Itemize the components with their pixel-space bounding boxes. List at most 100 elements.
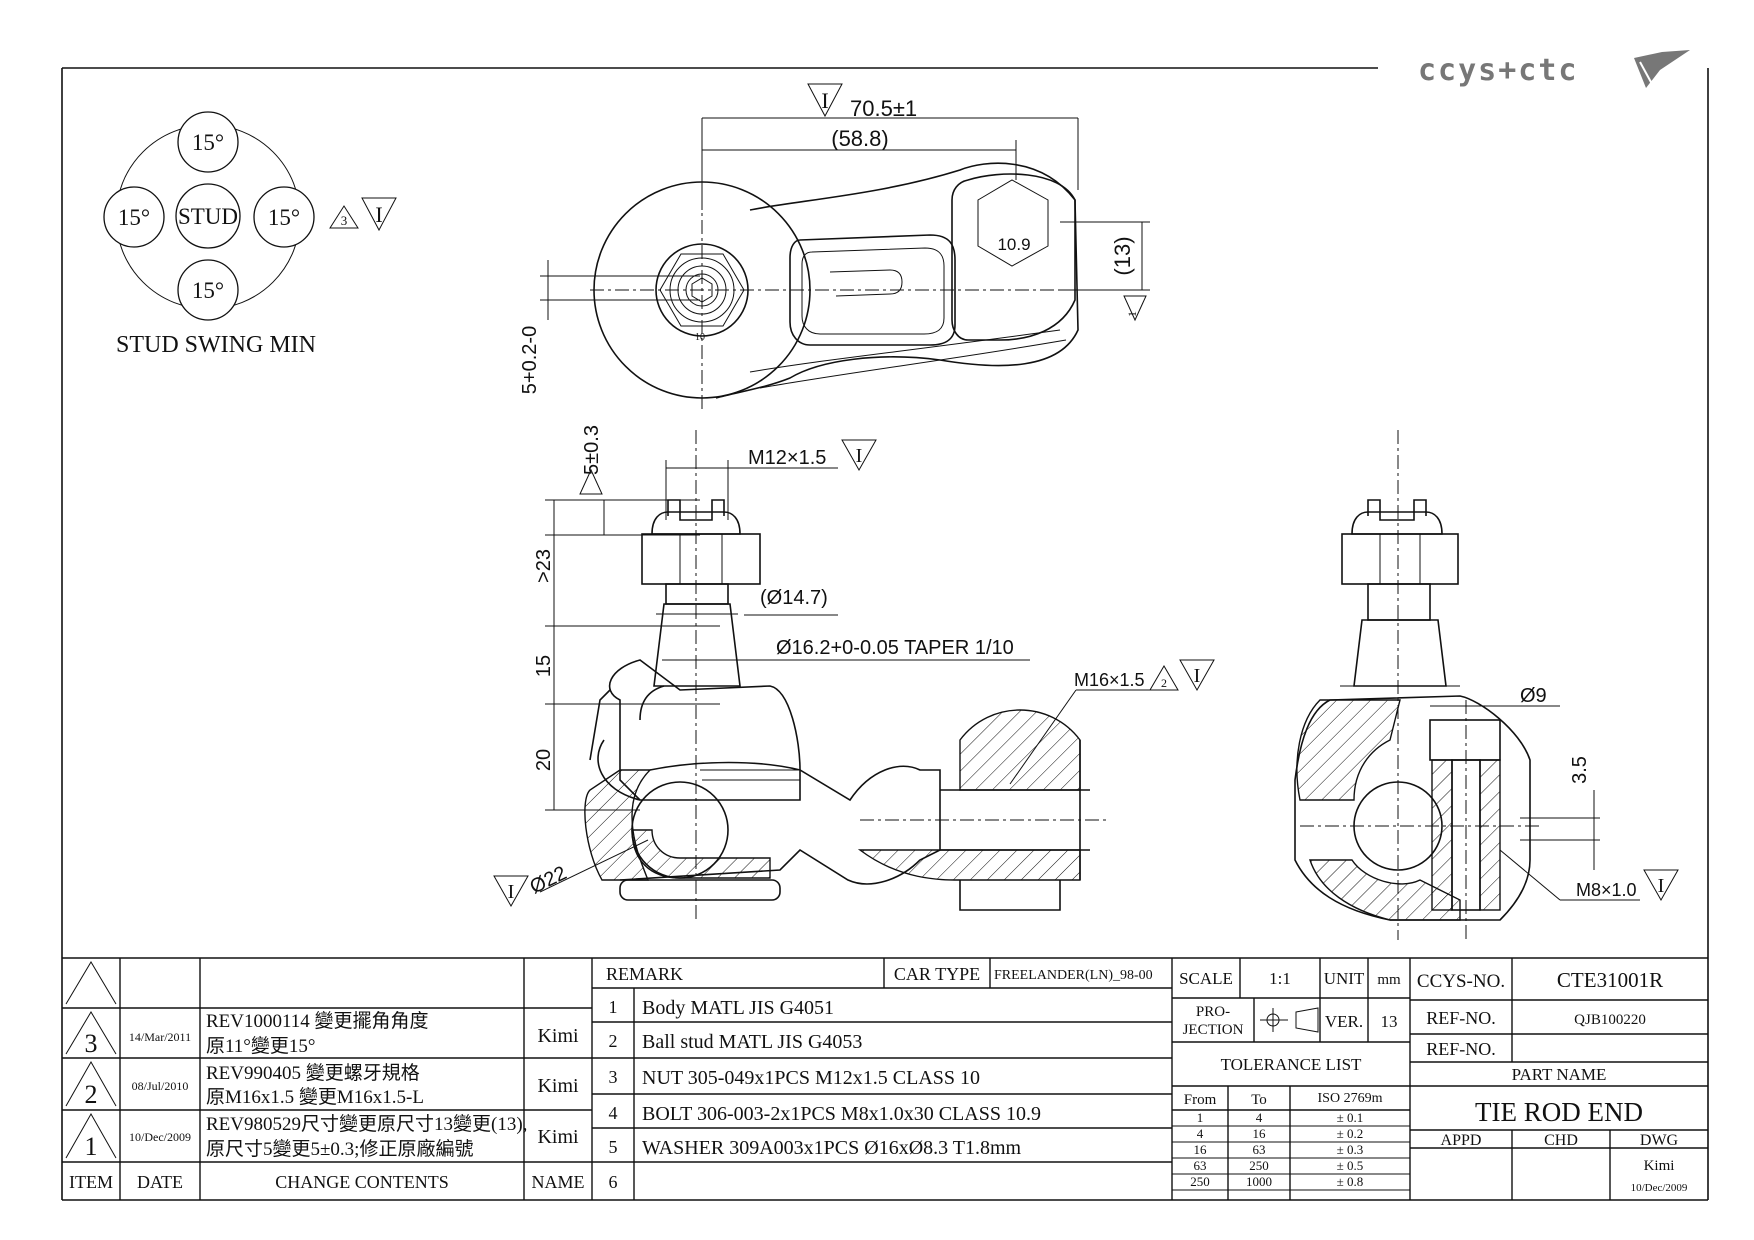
rev-1-content2: 原尺寸5變更5±0.3;修正原廠編號 <box>206 1137 473 1160</box>
remark-item-5-text: WASHER 309A003x1PCS Ø16xØ8.3 T1.8mm <box>642 1137 1022 1159</box>
rev-2-date: 08/Jul/2010 <box>132 1079 189 1093</box>
front-d20-dim: 20 <box>533 749 555 771</box>
front-taper-dim: Ø16.2+0-0.05 TAPER 1/10 <box>776 637 1014 659</box>
ccys-no-value: CTE31001R <box>1557 968 1663 992</box>
front-section-view: 5±0.3 >23 15 20 M12×1.5 I (Ø14.7) Ø16.2+… <box>493 425 1215 920</box>
swing-top-value: 15° <box>192 130 224 155</box>
swing-bottom-value: 15° <box>192 278 224 303</box>
tol-row-3-to: 63 <box>1253 1142 1266 1157</box>
swing-left-value: 15° <box>118 205 150 230</box>
tol-row-5-value: ± 0.8 <box>1337 1174 1364 1189</box>
ccys-no-label: CCYS-NO. <box>1417 971 1505 992</box>
tol-header-from: From <box>1184 1092 1217 1108</box>
swing-right-value: 15° <box>268 205 300 230</box>
front-m16-inspect: I <box>1194 665 1201 687</box>
top-inspect-mark: I <box>821 88 828 113</box>
remark-item-2-num: 2 <box>609 1031 618 1051</box>
remark-item-1-num: 1 <box>609 997 618 1017</box>
chd-label: CHD <box>1544 1132 1578 1149</box>
appd-label: APPD <box>1441 1132 1482 1149</box>
unit-value: mm <box>1377 972 1401 988</box>
car-type-value: FREELANDER(LN)_98-00 <box>994 968 1153 983</box>
rev-2-content2: 原M16x1.5 變更M16x1.5-L <box>206 1086 424 1108</box>
rev-1-mark: 1 <box>85 1132 98 1161</box>
car-type-label: CAR TYPE <box>894 964 980 984</box>
front-d22-inspect: I <box>508 881 515 903</box>
remark-item-6-num: 6 <box>609 1172 618 1192</box>
side-m8-dim: M8×1.0 <box>1576 880 1637 900</box>
stud-swing-diagram: 15° 15° 15° 15° STUD STUD SWING MIN 3 I <box>103 111 397 358</box>
rev-1-name: Kimi <box>537 1126 579 1148</box>
remark-item-3-text: NUT 305-049x1PCS M12x1.5 CLASS 10 <box>642 1067 980 1089</box>
remarks-table: REMARK CAR TYPE FREELANDER(LN)_98-00 1 B… <box>606 964 1153 1192</box>
remark-item-2-text: Ball stud MATL JIS G4053 <box>642 1031 862 1053</box>
top-tol5-dim: 5+0.2-0 <box>519 326 541 394</box>
side-section-view: Ø9 3.5 M8×1.0 I <box>1294 430 1679 940</box>
ref-no-1-label: REF-NO. <box>1426 1008 1496 1028</box>
rev-header-item: ITEM <box>69 1172 113 1192</box>
remark-item-3-num: 3 <box>609 1067 618 1087</box>
swing-rev-mark: 3 <box>341 213 348 228</box>
title-block-grid <box>62 957 1708 1200</box>
scale-value: 1:1 <box>1269 969 1291 988</box>
top-nut-10-9: 10.9 <box>997 235 1030 254</box>
tol-row-1-from: 1 <box>1197 1110 1204 1125</box>
remark-item-4-text: BOLT 306-003-2x1PCS M8x1.0x30 CLASS 10.9 <box>642 1103 1041 1125</box>
rev-1-content1: REV980529尺寸變更原尺寸13變更(13), <box>206 1113 527 1135</box>
remark-label: REMARK <box>606 964 683 984</box>
rev-3-date: 14/Mar/2011 <box>129 1030 191 1044</box>
rev-header-name: NAME <box>532 1172 585 1192</box>
sheet-border <box>61 67 1709 1201</box>
swing-caption: STUD SWING MIN <box>116 332 316 358</box>
projection-label-1: PRO- <box>1196 1004 1230 1020</box>
swing-inspect-mark: I <box>375 202 382 227</box>
top-length-dim: 70.5±1 <box>850 96 917 121</box>
swing-center-label: STUD <box>178 204 238 229</box>
tol-row-2-value: ± 0.2 <box>1337 1126 1364 1141</box>
side-d35-dim: 3.5 <box>1569 756 1591 784</box>
ver-value: 13 <box>1381 1012 1398 1031</box>
tol-row-2-from: 4 <box>1197 1126 1204 1141</box>
front-stud5-dim: 5±0.3 <box>581 425 603 475</box>
rev-2-name: Kimi <box>537 1075 579 1097</box>
remark-item-1-text: Body MATL JIS G4051 <box>642 997 834 1019</box>
tol-row-1-to: 4 <box>1256 1110 1263 1125</box>
tol-row-5-to: 1000 <box>1246 1174 1272 1189</box>
scale-label: SCALE <box>1179 969 1233 988</box>
tol-row-4-value: ± 0.5 <box>1337 1158 1364 1173</box>
rev-header-content: CHANGE CONTENTS <box>275 1172 449 1192</box>
unit-label: UNIT <box>1324 969 1365 988</box>
remark-item-4-num: 4 <box>609 1103 618 1123</box>
front-m16-rev: 2 <box>1161 676 1167 690</box>
top-length2-dim: (58.8) <box>831 126 888 151</box>
tol-header-iso: ISO 2769m <box>1318 1091 1383 1106</box>
tol-row-2-to: 16 <box>1253 1126 1267 1141</box>
tol-row-5-from: 250 <box>1190 1174 1210 1189</box>
top-nut-10: 10 <box>695 332 705 343</box>
dwg-name: Kimi <box>1644 1158 1675 1174</box>
tol-row-1-value: ± 0.1 <box>1337 1110 1364 1125</box>
rev-header-date: DATE <box>137 1172 183 1192</box>
tolerance-title: TOLERANCE LIST <box>1221 1055 1362 1074</box>
front-d22-dim: Ø22 <box>527 862 571 898</box>
front-m16-dim: M16×1.5 <box>1074 670 1145 690</box>
tol-row-4-from: 63 <box>1194 1158 1207 1173</box>
remark-item-5-num: 5 <box>609 1137 618 1157</box>
company-logo: ccys+ctc <box>1418 50 1690 88</box>
dwg-date: 10/Dec/2009 <box>1631 1182 1688 1194</box>
logo-text: ccys+ctc <box>1418 53 1579 88</box>
tol-header-to: To <box>1251 1092 1267 1108</box>
rev-3-mark: 3 <box>85 1029 98 1058</box>
tol-row-3-value: ± 0.3 <box>1337 1142 1364 1157</box>
top-hole-rev: 1 <box>1125 311 1139 317</box>
ver-label: VER. <box>1325 1012 1363 1031</box>
front-d147-dim: (Ø14.7) <box>760 587 828 609</box>
rev-1-date: 10/Dec/2009 <box>129 1130 191 1144</box>
dwg-label: DWG <box>1640 1132 1679 1149</box>
front-m12-inspect: I <box>856 445 863 467</box>
part-name-value: TIE ROD END <box>1475 1097 1643 1127</box>
front-m12-dim: M12×1.5 <box>748 447 826 469</box>
rev-3-content2: 原11°變更15° <box>206 1035 316 1057</box>
top-view: I 70.5±1 (58.8) 10 10.9 (13) 1 <box>519 83 1150 410</box>
